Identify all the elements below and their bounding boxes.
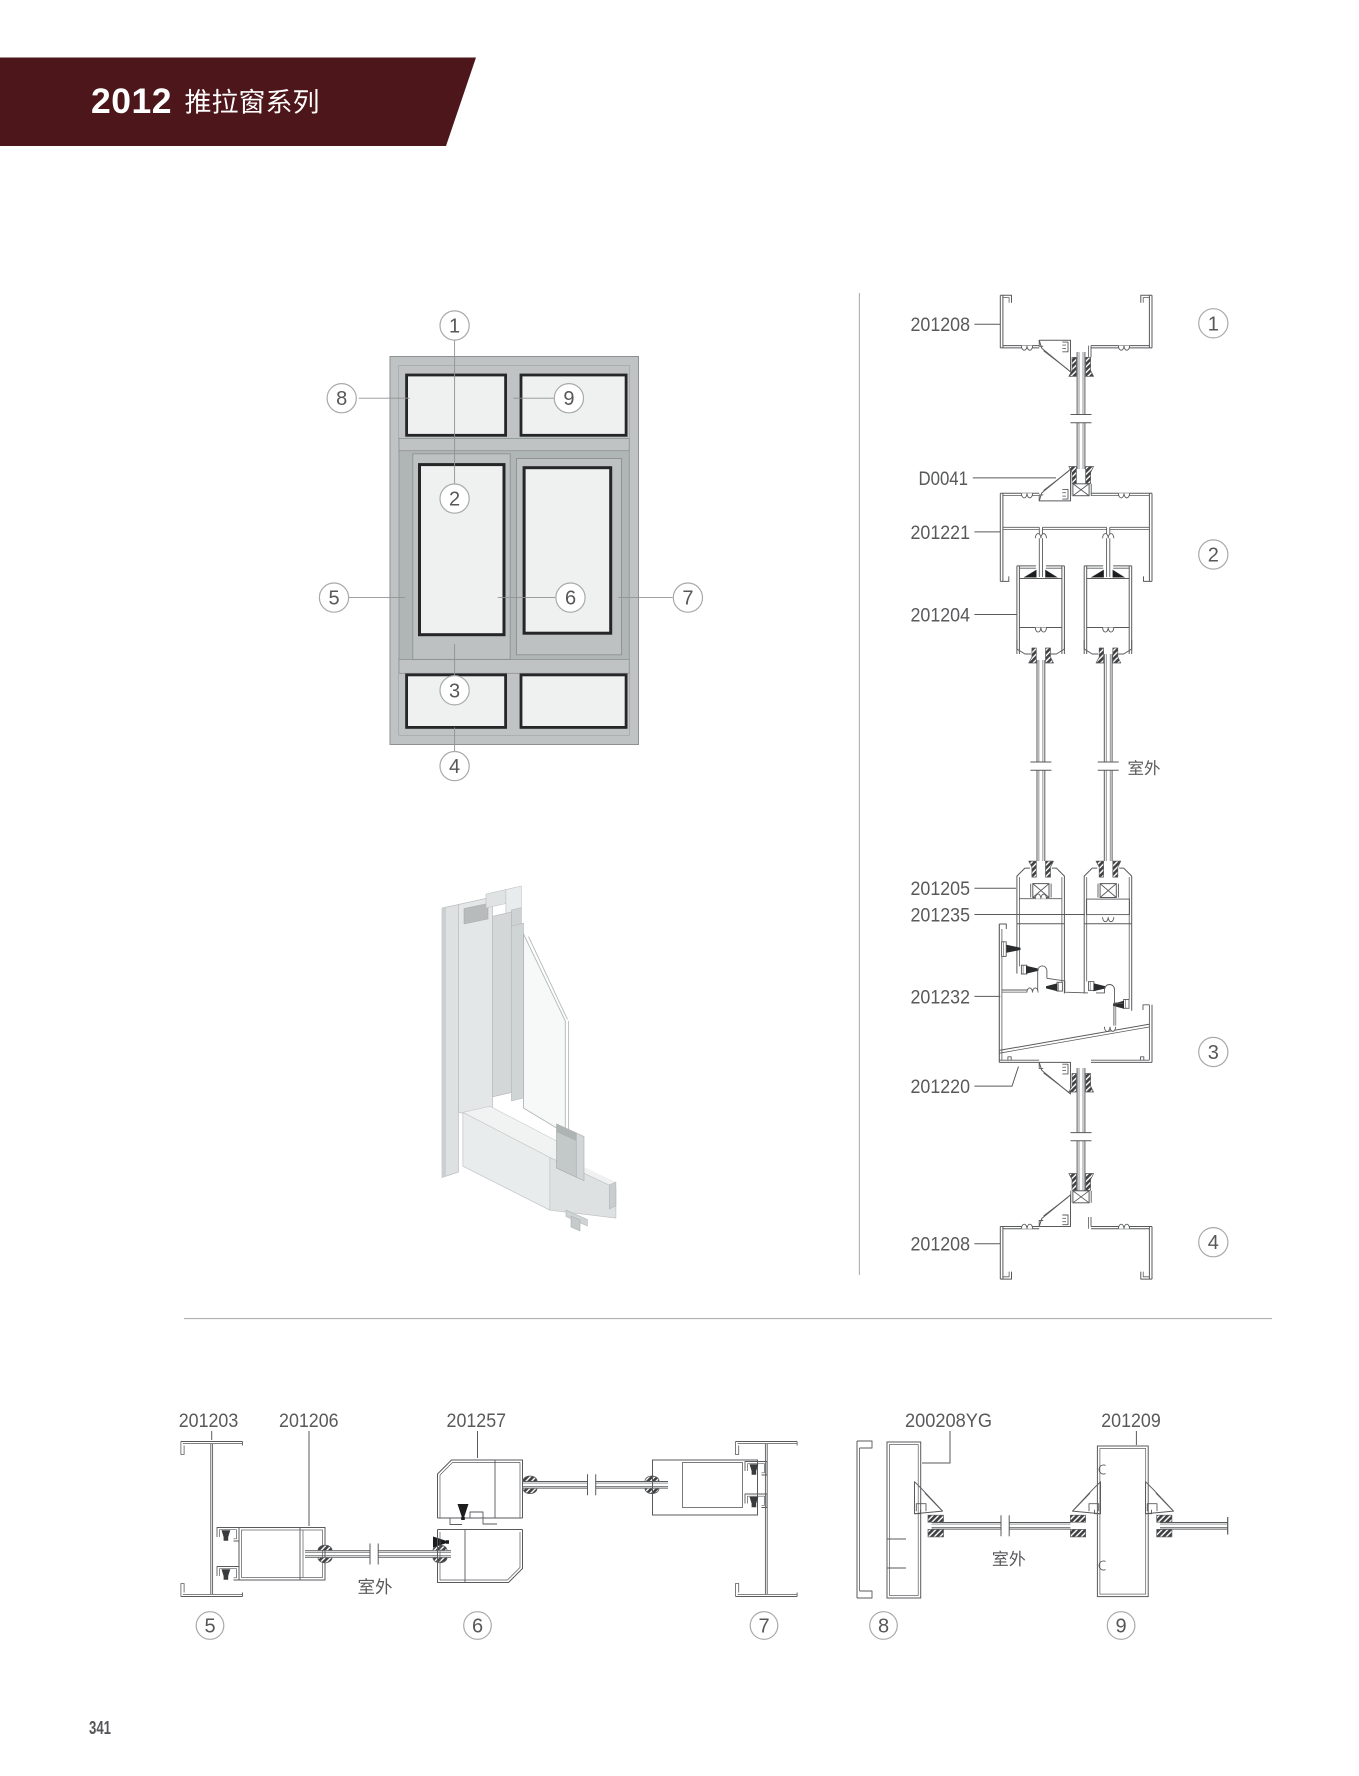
- svg-text:3: 3: [449, 680, 460, 702]
- svg-text:5: 5: [204, 1616, 215, 1638]
- svg-text:5: 5: [328, 588, 339, 610]
- svg-text:201221: 201221: [911, 522, 971, 544]
- svg-text:201209: 201209: [1101, 1410, 1161, 1432]
- svg-text:7: 7: [758, 1616, 769, 1638]
- svg-text:7: 7: [682, 588, 693, 610]
- svg-text:201208: 201208: [911, 1234, 971, 1256]
- svg-text:D0041: D0041: [919, 468, 969, 490]
- svg-text:8: 8: [878, 1616, 889, 1638]
- svg-text:201232: 201232: [911, 987, 971, 1009]
- svg-text:1: 1: [449, 316, 460, 338]
- svg-text:1: 1: [1208, 313, 1219, 335]
- svg-text:201203: 201203: [179, 1410, 239, 1432]
- svg-text:201205: 201205: [911, 878, 971, 900]
- svg-text:9: 9: [1116, 1616, 1127, 1638]
- svg-text:6: 6: [472, 1616, 483, 1638]
- svg-text:201204: 201204: [911, 605, 971, 627]
- svg-text:201206: 201206: [279, 1410, 339, 1432]
- svg-text:200208YG: 200208YG: [905, 1410, 992, 1432]
- svg-text:2: 2: [1208, 545, 1219, 567]
- svg-text:201220: 201220: [911, 1076, 971, 1098]
- svg-text:341: 341: [89, 1717, 111, 1738]
- svg-text:8: 8: [336, 388, 347, 410]
- svg-text:2: 2: [449, 489, 460, 511]
- svg-text:3: 3: [1208, 1042, 1219, 1064]
- svg-text:201235: 201235: [911, 905, 971, 927]
- svg-text:4: 4: [1208, 1232, 1219, 1254]
- svg-text:4: 4: [449, 756, 460, 778]
- svg-text:201208: 201208: [911, 314, 971, 336]
- svg-text:6: 6: [565, 588, 576, 610]
- svg-text:9: 9: [563, 388, 574, 410]
- svg-text:201257: 201257: [447, 1410, 507, 1432]
- svg-text:2012: 2012: [91, 81, 172, 121]
